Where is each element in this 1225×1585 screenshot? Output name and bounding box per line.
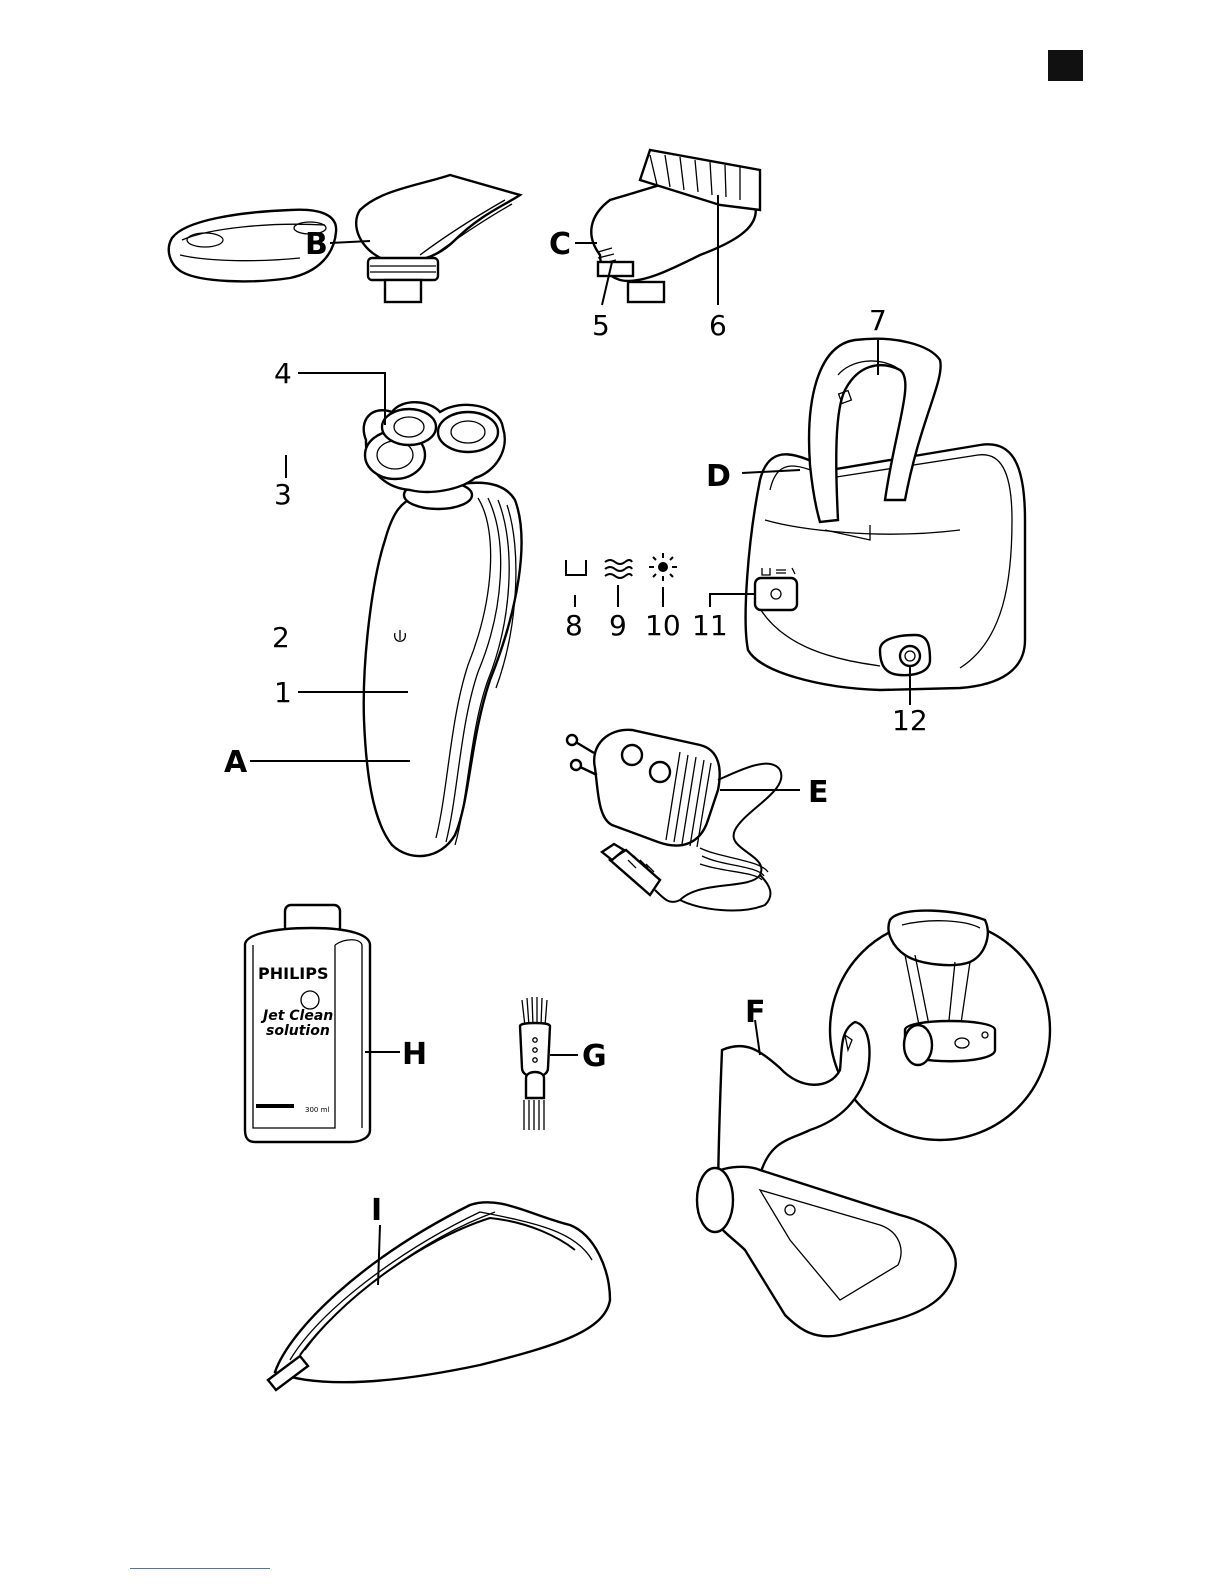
power-adapter bbox=[567, 730, 781, 911]
callout-6: 6 bbox=[709, 309, 727, 342]
precision-trimmer-attachment bbox=[356, 175, 520, 302]
part-label-G: G bbox=[582, 1039, 607, 1074]
cleaning-waves-icon bbox=[605, 560, 632, 578]
footer-link-underline bbox=[130, 1568, 270, 1569]
jet-clean-system bbox=[746, 339, 1025, 690]
beard-styler-attachment bbox=[591, 150, 760, 302]
callout-8: 8 bbox=[565, 609, 583, 642]
cartridge-icon bbox=[566, 560, 586, 575]
cleaning-brush bbox=[520, 997, 550, 1130]
part-label-B: B bbox=[305, 227, 328, 262]
travel-pouch bbox=[268, 1202, 610, 1390]
part-label-I: I bbox=[371, 1193, 382, 1228]
part-label-H: H bbox=[402, 1037, 427, 1072]
bottle-name-line2: solution bbox=[266, 1023, 330, 1039]
callout-10: 10 bbox=[645, 609, 681, 642]
bottle-volume: 300 ml bbox=[305, 1106, 329, 1114]
callout-9: 9 bbox=[609, 609, 627, 642]
part-label-A: A bbox=[224, 745, 248, 780]
callout-3: 3 bbox=[274, 478, 292, 511]
part-label-D: D bbox=[706, 459, 731, 494]
callout-11: 11 bbox=[692, 609, 728, 642]
part-label-C: C bbox=[549, 227, 571, 262]
callout-5: 5 bbox=[592, 309, 610, 342]
cleaning-solution-bottle: PHILIPS Jet Clean solution 300 ml bbox=[245, 905, 370, 1142]
callout-7: 7 bbox=[869, 304, 887, 337]
page-marker bbox=[1048, 50, 1083, 81]
callout-4: 4 bbox=[274, 357, 292, 390]
bottle-name-line1: Jet Clean bbox=[260, 1008, 333, 1024]
bottle-barcode-strip bbox=[256, 1104, 294, 1108]
callout-12: 12 bbox=[892, 704, 928, 737]
shaver-stand bbox=[697, 911, 1050, 1337]
callout-1: 1 bbox=[274, 676, 292, 709]
shaver-body bbox=[364, 402, 522, 856]
part-label-F: F bbox=[745, 995, 766, 1030]
part-label-E: E bbox=[808, 775, 829, 810]
callout-2: 2 bbox=[272, 621, 290, 654]
drying-sun-icon bbox=[649, 553, 677, 581]
bottle-brand: PHILIPS bbox=[258, 964, 328, 983]
cleaning-indicators bbox=[566, 553, 677, 581]
